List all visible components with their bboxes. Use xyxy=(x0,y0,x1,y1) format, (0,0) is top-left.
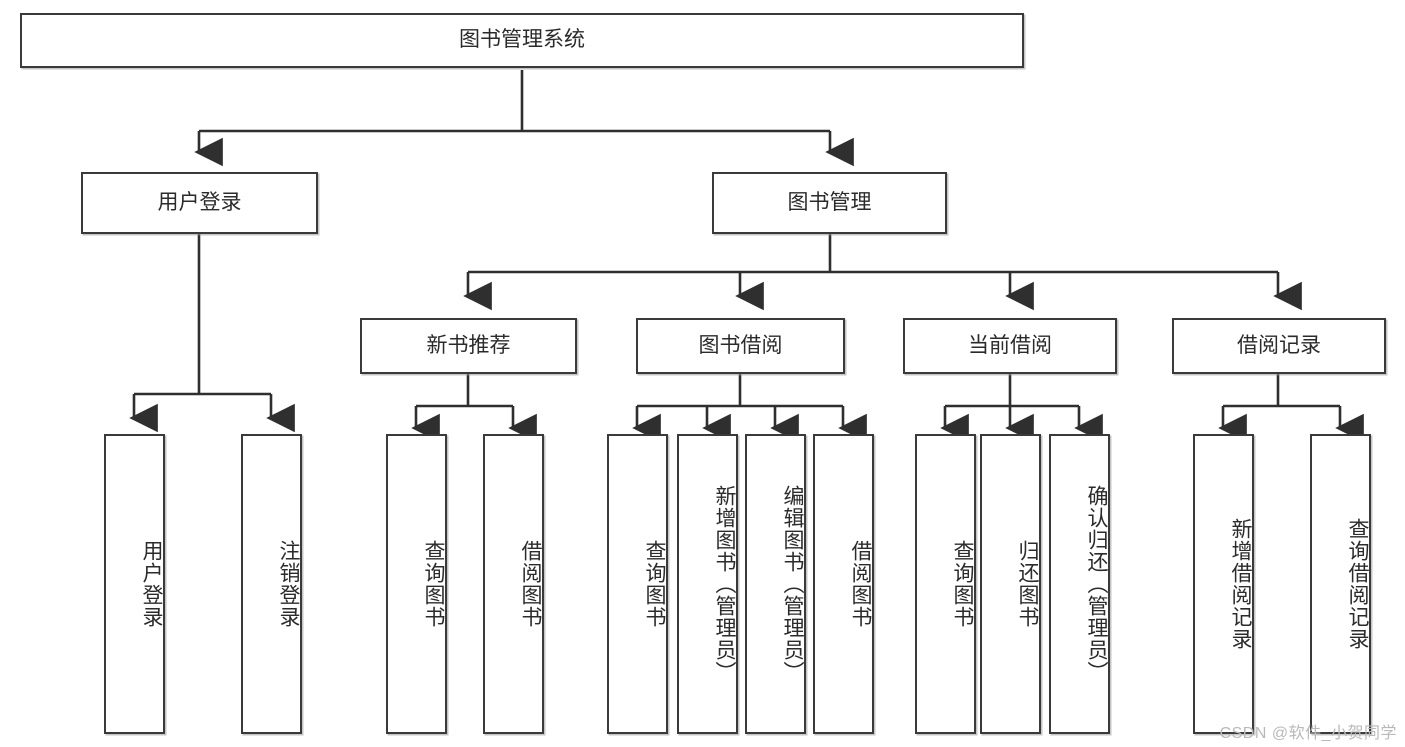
node-root-book-management-system[interactable]: 图书管理系统 xyxy=(20,13,1024,68)
leaf-borrow-records-add-record[interactable]: 新增借阅记录 xyxy=(1193,434,1254,734)
node-label: 借阅图书 xyxy=(519,540,542,628)
node-label: 新增借阅记录 xyxy=(1229,518,1252,650)
node-current-borrow[interactable]: 当前借阅 xyxy=(903,318,1117,374)
leaf-current-borrow-query-book[interactable]: 查询图书 xyxy=(915,434,976,734)
node-label: 用户登录 xyxy=(140,540,163,628)
leaf-book-borrow-edit-book-admin[interactable]: 编辑图书（管理员） xyxy=(745,434,806,734)
leaf-current-borrow-return-book[interactable]: 归还图书 xyxy=(980,434,1041,734)
leaf-user-login-logout[interactable]: 注销登录 xyxy=(241,434,302,734)
leaf-new-book-borrow-book[interactable]: 借阅图书 xyxy=(483,434,544,734)
node-label: 查询图书 xyxy=(422,540,445,628)
node-label: 用户登录 xyxy=(157,190,242,214)
node-label: 新增图书（管理员） xyxy=(713,485,736,683)
leaf-current-borrow-confirm-return-admin[interactable]: 确认归还（管理员） xyxy=(1049,434,1110,734)
node-label: 新书推荐 xyxy=(426,333,511,357)
node-label: 当前借阅 xyxy=(968,333,1052,357)
node-label: 查询图书 xyxy=(643,540,666,628)
node-label: 图书管理 xyxy=(787,190,872,214)
node-book-management[interactable]: 图书管理 xyxy=(712,172,947,234)
leaf-borrow-records-query-record[interactable]: 查询借阅记录 xyxy=(1310,434,1371,734)
node-book-borrow[interactable]: 图书借阅 xyxy=(636,318,845,374)
node-label: 注销登录 xyxy=(277,540,300,628)
node-label: 编辑图书（管理员） xyxy=(781,485,804,683)
csdn-watermark: CSDN @软件_小贺同学 xyxy=(1219,725,1397,742)
leaf-book-borrow-borrow-book[interactable]: 借阅图书 xyxy=(813,434,874,734)
node-new-book-recommend[interactable]: 新书推荐 xyxy=(360,318,577,374)
node-label: 查询图书 xyxy=(951,540,974,628)
node-label: 图书借阅 xyxy=(698,333,783,357)
node-label: 归还图书 xyxy=(1016,540,1039,628)
leaf-user-login-login[interactable]: 用户登录 xyxy=(104,434,165,734)
node-label: 借阅记录 xyxy=(1237,333,1321,357)
node-label: 图书管理系统 xyxy=(459,28,585,52)
node-label: 借阅图书 xyxy=(849,540,872,628)
leaf-book-borrow-query-book[interactable]: 查询图书 xyxy=(607,434,668,734)
node-user-login[interactable]: 用户登录 xyxy=(81,172,318,234)
node-label: 确认归还（管理员） xyxy=(1085,485,1108,683)
node-label: 查询借阅记录 xyxy=(1346,518,1369,650)
leaf-book-borrow-add-book-admin[interactable]: 新增图书（管理员） xyxy=(677,434,738,734)
node-borrow-records[interactable]: 借阅记录 xyxy=(1172,318,1386,374)
leaf-new-book-query-book[interactable]: 查询图书 xyxy=(386,434,447,734)
